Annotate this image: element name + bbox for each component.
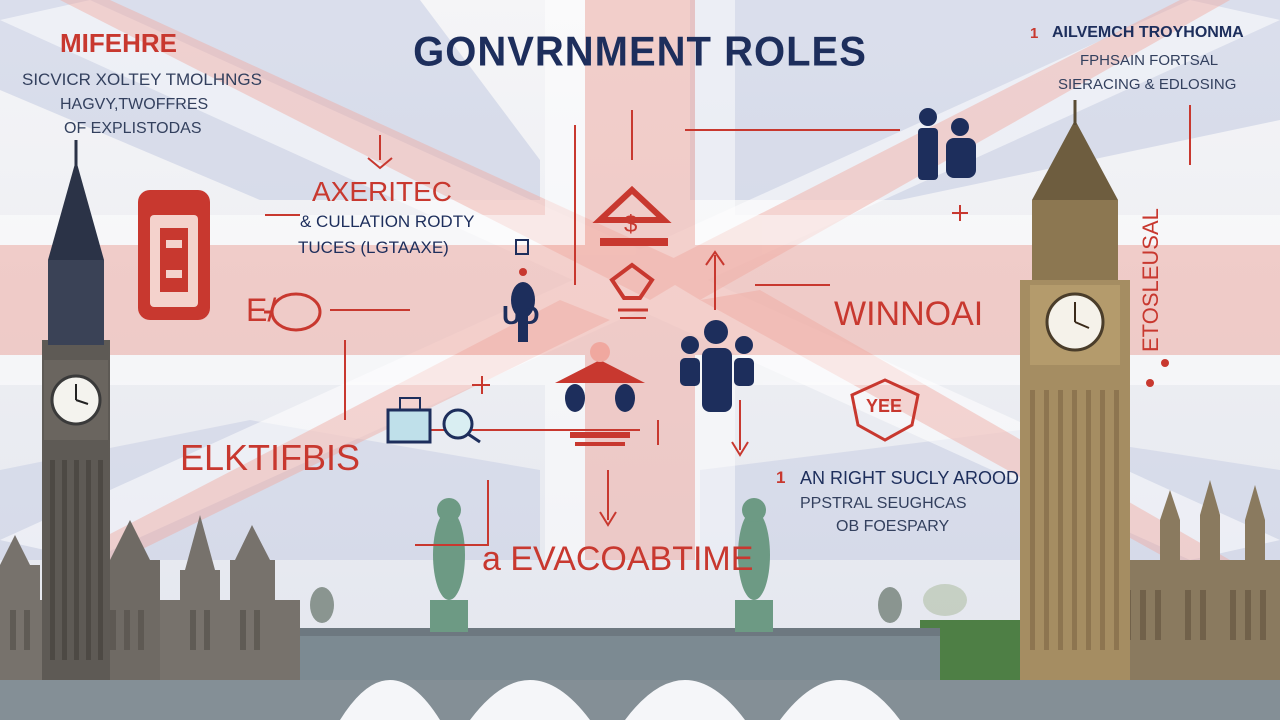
top-left-heading: MIFEHRE [60, 28, 177, 58]
connector-line [705, 250, 725, 266]
torch-icon [511, 239, 535, 342]
ud-label: UD [502, 300, 540, 330]
top-left-line-3: OF EXPLISTODAS [64, 120, 202, 137]
box-magnifier-icon [386, 397, 481, 444]
top-right-line-1: FPHSAIN FORTSAL [1080, 52, 1219, 69]
vertical-right-label: ETOSLEUSAL [1138, 208, 1163, 352]
top-right-line-2: SIERACING & EDLOSING [1058, 76, 1237, 93]
page-title: GONVRNMENT ROLES [413, 28, 867, 76]
connector-line [731, 441, 749, 457]
people-icon-center [680, 320, 754, 412]
center-left-line-1: & CULLATION RODTY [300, 212, 475, 231]
bottom-right-number: 1 [776, 468, 786, 487]
top-left-line-1: SICVICR XOLTEY TMOLHNGS [22, 70, 262, 89]
evaco-label: a EVACOABTIME [482, 540, 754, 578]
top-left-line-2: HAGVY,TWOFFRES [60, 96, 209, 113]
money-house-icon: $ [592, 185, 672, 246]
shield-icon [850, 378, 920, 442]
people-icon-top [918, 108, 976, 180]
bottom-right-line-1: PPSTRAL SEUGHCAS [800, 495, 967, 512]
center-left-line-2: TUCES (LGTAAXE) [298, 238, 449, 257]
e-label: E/ [246, 292, 277, 328]
building-block-icon [138, 190, 210, 320]
right-parliament [1110, 480, 1280, 680]
bottom-right-line-2: OB FOESPARY [836, 518, 950, 535]
eagle-crest-icon [555, 342, 645, 446]
lock-hand-icon [264, 292, 322, 332]
crest-icon [609, 262, 655, 319]
connector-line [599, 511, 617, 527]
top-right-number: 1 [1030, 25, 1039, 42]
bridge-statues [310, 498, 902, 632]
westminster-bridge [0, 628, 1280, 720]
left-windows [10, 610, 260, 650]
connector-line [415, 480, 489, 546]
shield-label: YEE [866, 396, 903, 416]
left-clock-tower [42, 140, 110, 680]
center-left-heading: AXERITEC [312, 176, 453, 207]
svg-text:$: $ [624, 211, 637, 238]
elk-label: ELKTIFBIS [180, 437, 361, 478]
right-bullets [1146, 359, 1169, 387]
connector-line [367, 157, 393, 170]
winnoi-label: WINNOAI [834, 295, 984, 333]
top-right-heading: AILVEMCH TROYHONMA [1052, 24, 1244, 41]
bottom-right-heading: AN RIGHT SUCLY AROOD [800, 468, 1020, 488]
right-clock-tower [1020, 100, 1130, 680]
